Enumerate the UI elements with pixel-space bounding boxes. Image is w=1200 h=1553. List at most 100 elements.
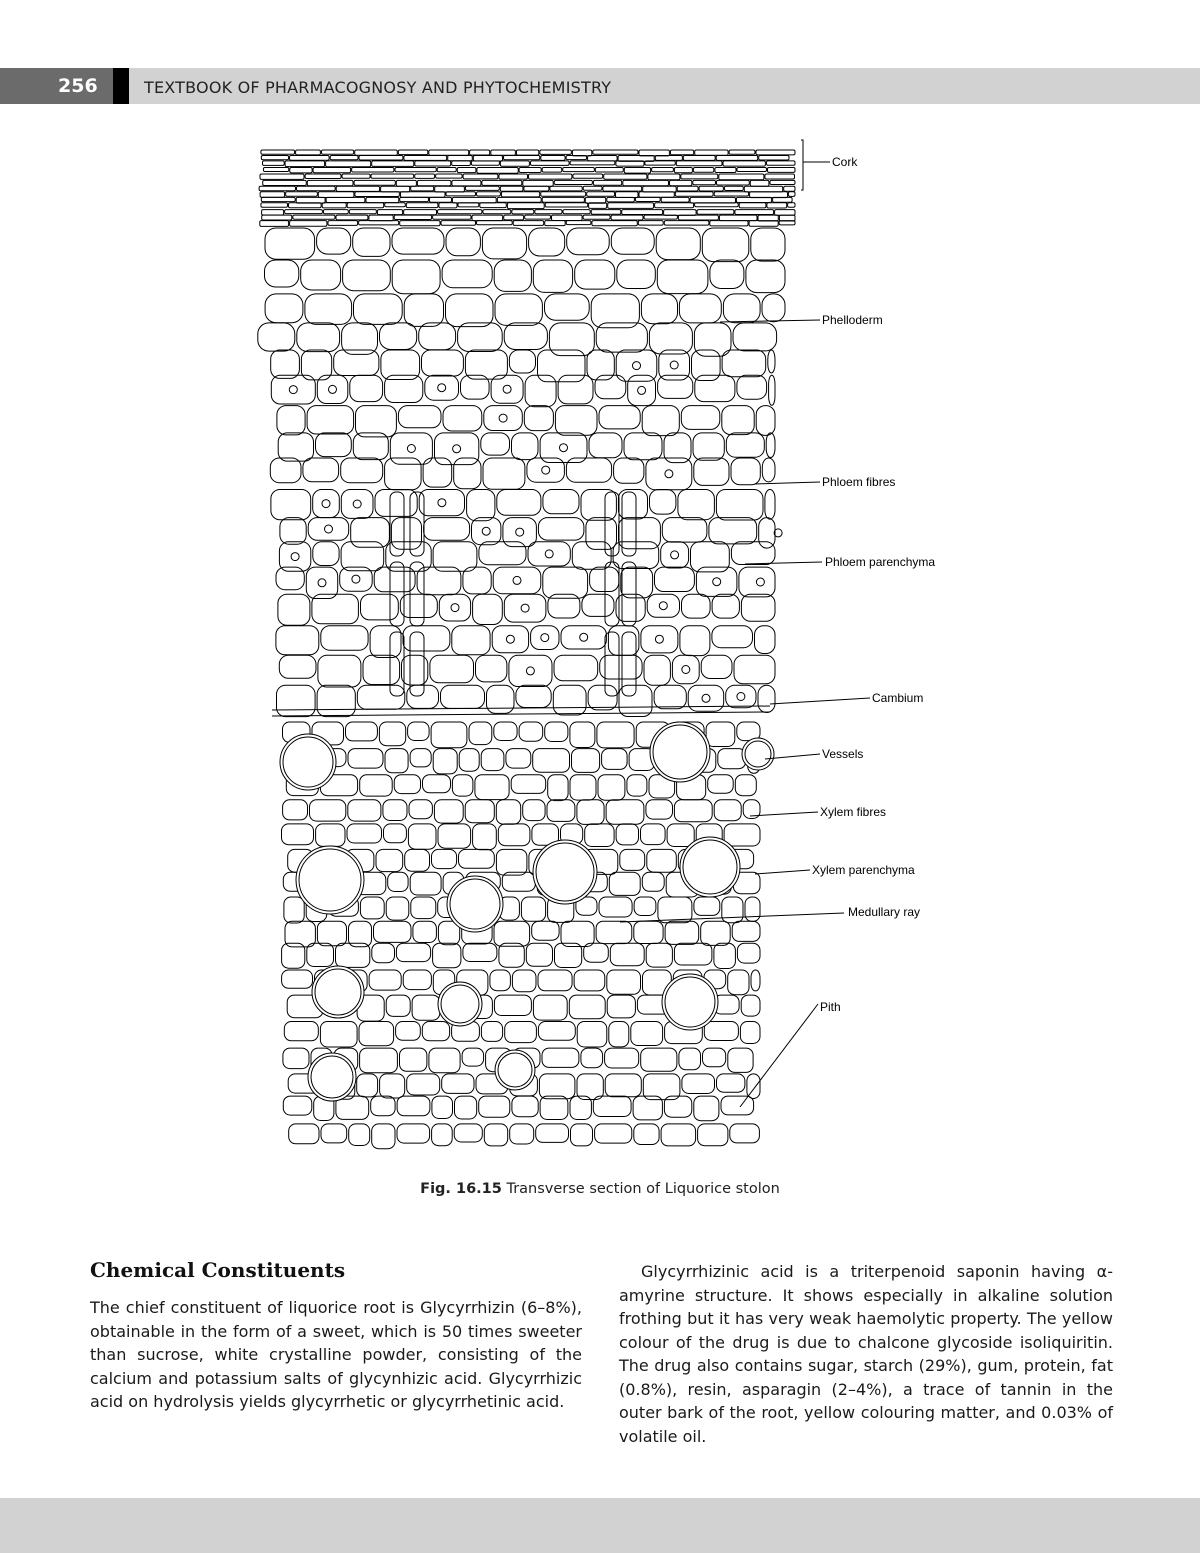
- phloem-cell: [561, 626, 606, 649]
- phloem-cell: [370, 626, 401, 658]
- phloem-cell: [516, 685, 551, 707]
- xylem-cell: [540, 1096, 568, 1119]
- xylem-cell: [703, 1048, 726, 1067]
- ray-cell: [605, 492, 619, 556]
- phelloderm-cell: [679, 294, 721, 323]
- xylem-cell: [609, 872, 640, 895]
- phloem-cell: [680, 626, 710, 656]
- xylem-cell: [721, 1096, 754, 1115]
- phelloderm-cell: [733, 323, 777, 351]
- phloem-cell: [271, 490, 311, 520]
- xylem-cell: [679, 1048, 701, 1070]
- phelloderm-cell: [354, 294, 403, 325]
- phloem-cell: [361, 594, 399, 620]
- xylem-cell: [616, 824, 638, 845]
- cork-cell: [516, 150, 538, 155]
- vessel: [296, 846, 364, 914]
- cork-cell: [693, 180, 716, 184]
- xylem-cell: [741, 995, 760, 1016]
- xylem-cell: [682, 1074, 715, 1094]
- xylem-cell: [523, 800, 545, 821]
- xylem-cell: [452, 775, 473, 796]
- cork-cell: [736, 197, 771, 202]
- cork-cell: [471, 161, 499, 165]
- ray-cell: [622, 492, 636, 556]
- phloem-cell: [481, 433, 510, 455]
- phloem-cell: [621, 567, 653, 598]
- xylem-cell: [634, 897, 656, 916]
- cork-cell: [359, 156, 403, 161]
- phloem-fibre: [329, 385, 337, 393]
- phloem-cell: [483, 458, 525, 489]
- cork-cell: [417, 180, 451, 185]
- cork-cell: [719, 215, 757, 221]
- phloem-cell: [454, 458, 481, 489]
- cork-cell: [563, 168, 595, 172]
- cork-cell: [723, 161, 765, 166]
- phloem-fibre: [438, 499, 446, 507]
- phloem-cell: [334, 350, 379, 376]
- phelloderm-cell: [265, 294, 303, 323]
- xylem-cell: [385, 749, 408, 773]
- cork-cell: [587, 192, 615, 197]
- phloem-fibre: [453, 445, 461, 453]
- phloem-cell: [759, 518, 775, 549]
- cork-cell: [452, 180, 481, 186]
- vessel: [495, 1050, 535, 1090]
- xylem-cell: [360, 897, 384, 919]
- xylem-cell: [408, 824, 436, 849]
- phloem-fibre: [521, 604, 529, 612]
- phelloderm-cell: [305, 294, 352, 325]
- cambium-line: [272, 712, 770, 716]
- cork-cell: [411, 186, 434, 191]
- cork-cell: [535, 210, 562, 214]
- xylem-cell: [519, 722, 543, 741]
- cork-cell: [436, 174, 463, 178]
- cork-cell: [616, 192, 639, 198]
- xylem-cell: [496, 800, 520, 824]
- xylem-cell: [545, 722, 568, 742]
- xylem-cell: [422, 1022, 449, 1041]
- cork-cell: [729, 150, 755, 154]
- xylem-cell: [646, 800, 673, 819]
- phelloderm-cell: [656, 228, 700, 260]
- cork-cell: [491, 150, 516, 155]
- phloem-cell: [400, 594, 437, 617]
- xylem-cell: [708, 775, 734, 794]
- phloem-cell: [276, 567, 304, 590]
- cork-cell: [648, 174, 680, 180]
- vessel: [662, 974, 718, 1030]
- cork-cell: [768, 168, 796, 173]
- xylem-cell: [536, 1124, 569, 1143]
- cork-cell: [716, 156, 758, 161]
- phloem-cell: [582, 594, 614, 616]
- xylem-cell: [410, 872, 441, 895]
- phloem-cell: [441, 685, 485, 708]
- cork-cell: [439, 203, 457, 208]
- xylem-cell: [434, 800, 463, 823]
- phloem-cell: [737, 375, 767, 399]
- phloem-fibre: [633, 362, 641, 370]
- xylem-cell: [605, 1048, 639, 1068]
- cork-cell: [681, 174, 718, 179]
- xylem-cell: [372, 943, 395, 963]
- xylem-cell: [577, 800, 604, 825]
- phloem-cell: [655, 567, 695, 591]
- cork-cell: [767, 203, 787, 208]
- cork-cell: [566, 221, 591, 225]
- phloem-cell: [661, 542, 689, 568]
- cork-cell: [372, 161, 414, 167]
- phelloderm-cell: [504, 323, 547, 350]
- cork-cell: [415, 161, 451, 166]
- phloem-cell: [538, 518, 584, 541]
- phloem-cell: [681, 406, 720, 430]
- phloem-cell: [608, 626, 639, 656]
- phloem-cell: [487, 685, 515, 713]
- cork-cell: [465, 186, 499, 190]
- cork-cell: [435, 186, 465, 192]
- phloem-cell: [731, 542, 775, 565]
- phloem-fibre: [560, 444, 568, 452]
- cork-cell: [290, 221, 327, 227]
- xylem-cell: [512, 970, 536, 992]
- cork-cell: [438, 210, 482, 214]
